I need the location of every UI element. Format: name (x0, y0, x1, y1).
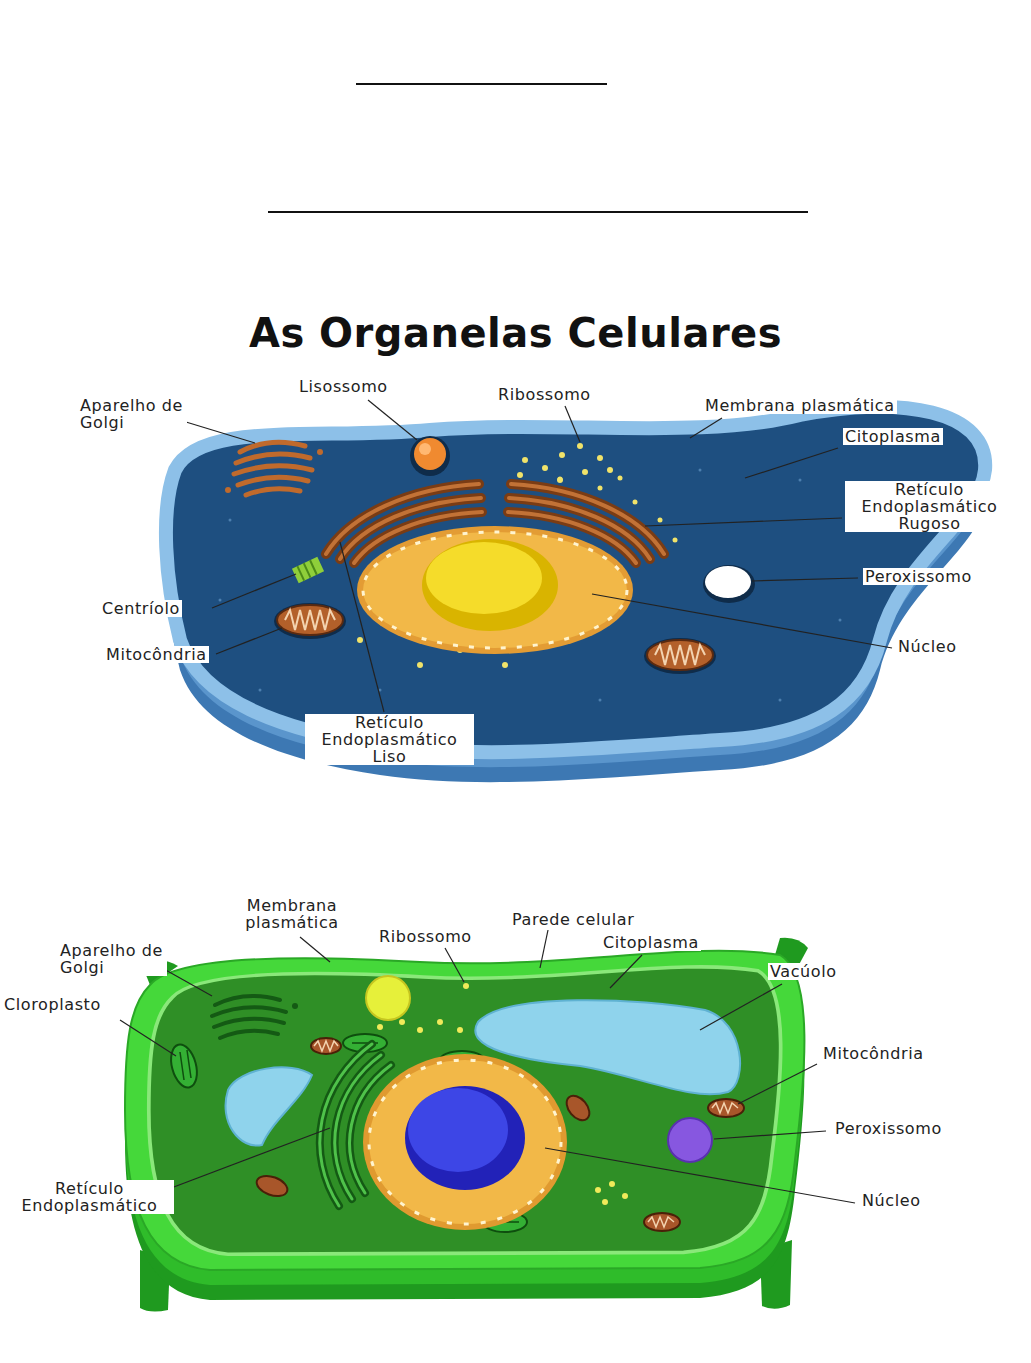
centriole (292, 557, 324, 583)
organelle-label: Retículo Endoplasmático Liso (305, 714, 474, 765)
organelle-label: Ribossomo (496, 386, 593, 403)
organelle-label: Membrana plasmática (225, 897, 359, 931)
leader-lines (186, 400, 892, 712)
blank-lines (268, 84, 808, 212)
organelle-label: Centríolo (100, 600, 182, 617)
organelle-label: Núcleo (896, 638, 959, 655)
organelle-label: Lisossomo (297, 378, 390, 395)
peroxisome (703, 565, 755, 603)
leader-lines (120, 930, 855, 1203)
golgi-apparatus (225, 442, 323, 495)
organelle-label: Cloroplasto (2, 996, 103, 1013)
organelle-label: Citoplasma (601, 934, 701, 951)
mitochondria (274, 603, 716, 674)
organelle-label: Peroxissomo (863, 568, 974, 585)
organelle-label: Ribossomo (377, 928, 474, 945)
organelle-label: Membrana plasmática (703, 397, 897, 414)
organelle-label: Vacúolo (768, 963, 839, 980)
animal-cell (166, 407, 985, 783)
organelle-label: Retículo Endoplasmático (5, 1180, 174, 1214)
plant-cell (125, 938, 808, 1312)
organelle-label: Mitocôndria (104, 646, 209, 663)
organelle-label: Núcleo (860, 1192, 923, 1209)
organelle-label: Peroxissomo (833, 1120, 944, 1137)
nucleus (363, 1054, 567, 1230)
organelle-label: Parede celular (510, 911, 636, 928)
diagram-title: As Organelas Celulares (0, 310, 1031, 356)
nucleus (357, 526, 633, 654)
organelle-label: Mitocôndria (821, 1045, 926, 1062)
organelle-label: Citoplasma (843, 428, 943, 445)
lysosome (410, 436, 450, 476)
golgi-apparatus (212, 996, 298, 1038)
organelle-label: Retículo Endoplasmático Rugoso (845, 481, 1014, 532)
organelle-label: Aparelho de Golgi (58, 942, 167, 976)
mitochondria (254, 1038, 744, 1231)
organelle-label: Aparelho de Golgi (78, 397, 187, 431)
